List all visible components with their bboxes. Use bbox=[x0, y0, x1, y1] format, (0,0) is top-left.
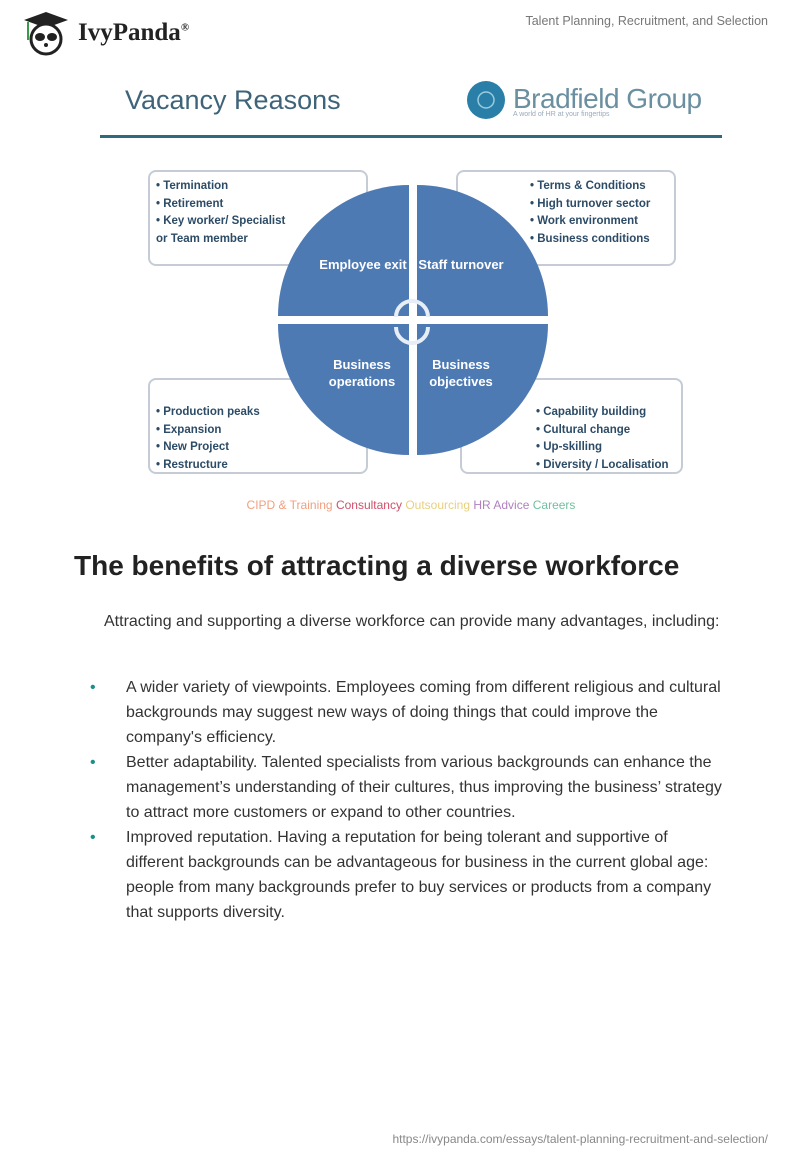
label-business-operations: Business operations bbox=[328, 357, 396, 389]
section-heading: The benefits of attracting a diverse wor… bbox=[74, 550, 680, 581]
label-employee-exit: Employee exit bbox=[319, 257, 407, 272]
bullet-icon: • bbox=[90, 679, 96, 696]
ivypanda-logo[interactable]: IvyPanda® bbox=[20, 10, 189, 56]
bullet-icon: • bbox=[90, 829, 96, 846]
title-rule bbox=[100, 135, 722, 138]
cycle-arrows-icon bbox=[394, 299, 430, 345]
list-item: •Better adaptability. Talented specialis… bbox=[74, 750, 724, 825]
logo-text: IvyPanda® bbox=[78, 19, 190, 46]
document-title: Talent Planning, Recruitment, and Select… bbox=[525, 14, 768, 28]
service-careers: Careers bbox=[532, 498, 576, 512]
list-item: •A wider variety of viewpoints. Employee… bbox=[74, 675, 724, 750]
benefits-list: •A wider variety of viewpoints. Employee… bbox=[74, 675, 724, 925]
vacancy-reasons-figure: Vacancy Reasons Bradfield Group A world … bbox=[100, 75, 722, 520]
bradfield-logo: Bradfield Group A world of HR at your fi… bbox=[465, 79, 702, 121]
label-business-objectives: Business objectives bbox=[429, 357, 493, 389]
globe-icon bbox=[467, 81, 505, 119]
service-cipd: CIPD & Training bbox=[246, 498, 333, 512]
service-hr-advice: HR Advice bbox=[473, 498, 530, 512]
figure-title: Vacancy Reasons bbox=[125, 85, 341, 115]
service-outsourcing: Outsourcing bbox=[405, 498, 471, 512]
box-employee-exit: TerminationRetirementKey worker/ Special… bbox=[148, 170, 368, 266]
service-consultancy: Consultancy bbox=[335, 498, 402, 512]
brand-name: Bradfield Group bbox=[513, 82, 702, 114]
panda-logo-icon bbox=[24, 12, 68, 56]
intro-paragraph: Attracting and supporting a diverse work… bbox=[104, 613, 720, 630]
source-url[interactable]: https://ivypanda.com/essays/talent-plann… bbox=[392, 1132, 768, 1146]
label-staff-turnover: Staff turnover bbox=[418, 257, 504, 272]
services-tagline: CIPD & Training Consultancy Outsourcing … bbox=[100, 498, 722, 512]
brand-tagline: A world of HR at your fingertips bbox=[513, 110, 610, 118]
bullet-icon: • bbox=[90, 754, 96, 771]
list-item: •Improved reputation. Having a reputatio… bbox=[74, 825, 724, 925]
